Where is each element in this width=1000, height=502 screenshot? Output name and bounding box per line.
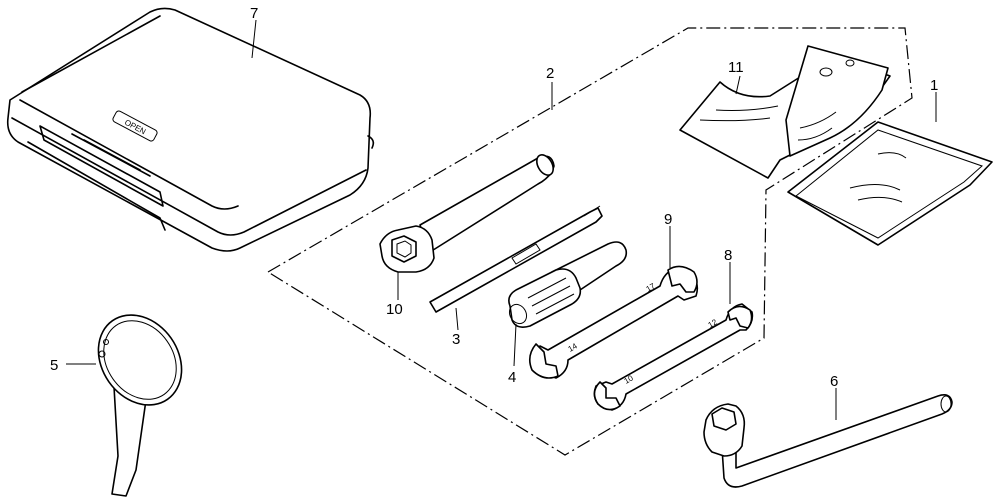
screwdriver-bar bbox=[429, 205, 603, 313]
tool-bag bbox=[679, 45, 891, 179]
funnel bbox=[97, 314, 183, 497]
document-pouch bbox=[787, 121, 993, 246]
leader-lines bbox=[66, 19, 937, 420]
callout-1: 1 bbox=[930, 77, 938, 94]
tube-wrench bbox=[379, 154, 555, 273]
callout-11: 11 bbox=[728, 59, 744, 76]
callout-6: 6 bbox=[830, 373, 838, 390]
callout-8: 8 bbox=[724, 247, 732, 264]
tool-case: OPEN bbox=[6, 7, 375, 252]
open-end-wrench-10x12: 12 10 bbox=[593, 303, 754, 411]
l-box-wrench bbox=[703, 394, 953, 488]
callout-10: 10 bbox=[386, 301, 403, 318]
screwdriver-handle bbox=[508, 241, 628, 328]
callout-9: 9 bbox=[664, 211, 672, 228]
callout-4: 4 bbox=[508, 369, 516, 386]
callouts: 7 2 11 1 9 8 10 3 4 5 6 bbox=[50, 5, 938, 390]
callout-5: 5 bbox=[50, 357, 58, 374]
tool-set-boundary bbox=[266, 27, 913, 456]
open-end-wrench-14x17: 17 14 bbox=[528, 265, 699, 379]
callout-3: 3 bbox=[452, 331, 460, 348]
callout-2: 2 bbox=[546, 65, 554, 82]
callout-7: 7 bbox=[250, 5, 258, 22]
